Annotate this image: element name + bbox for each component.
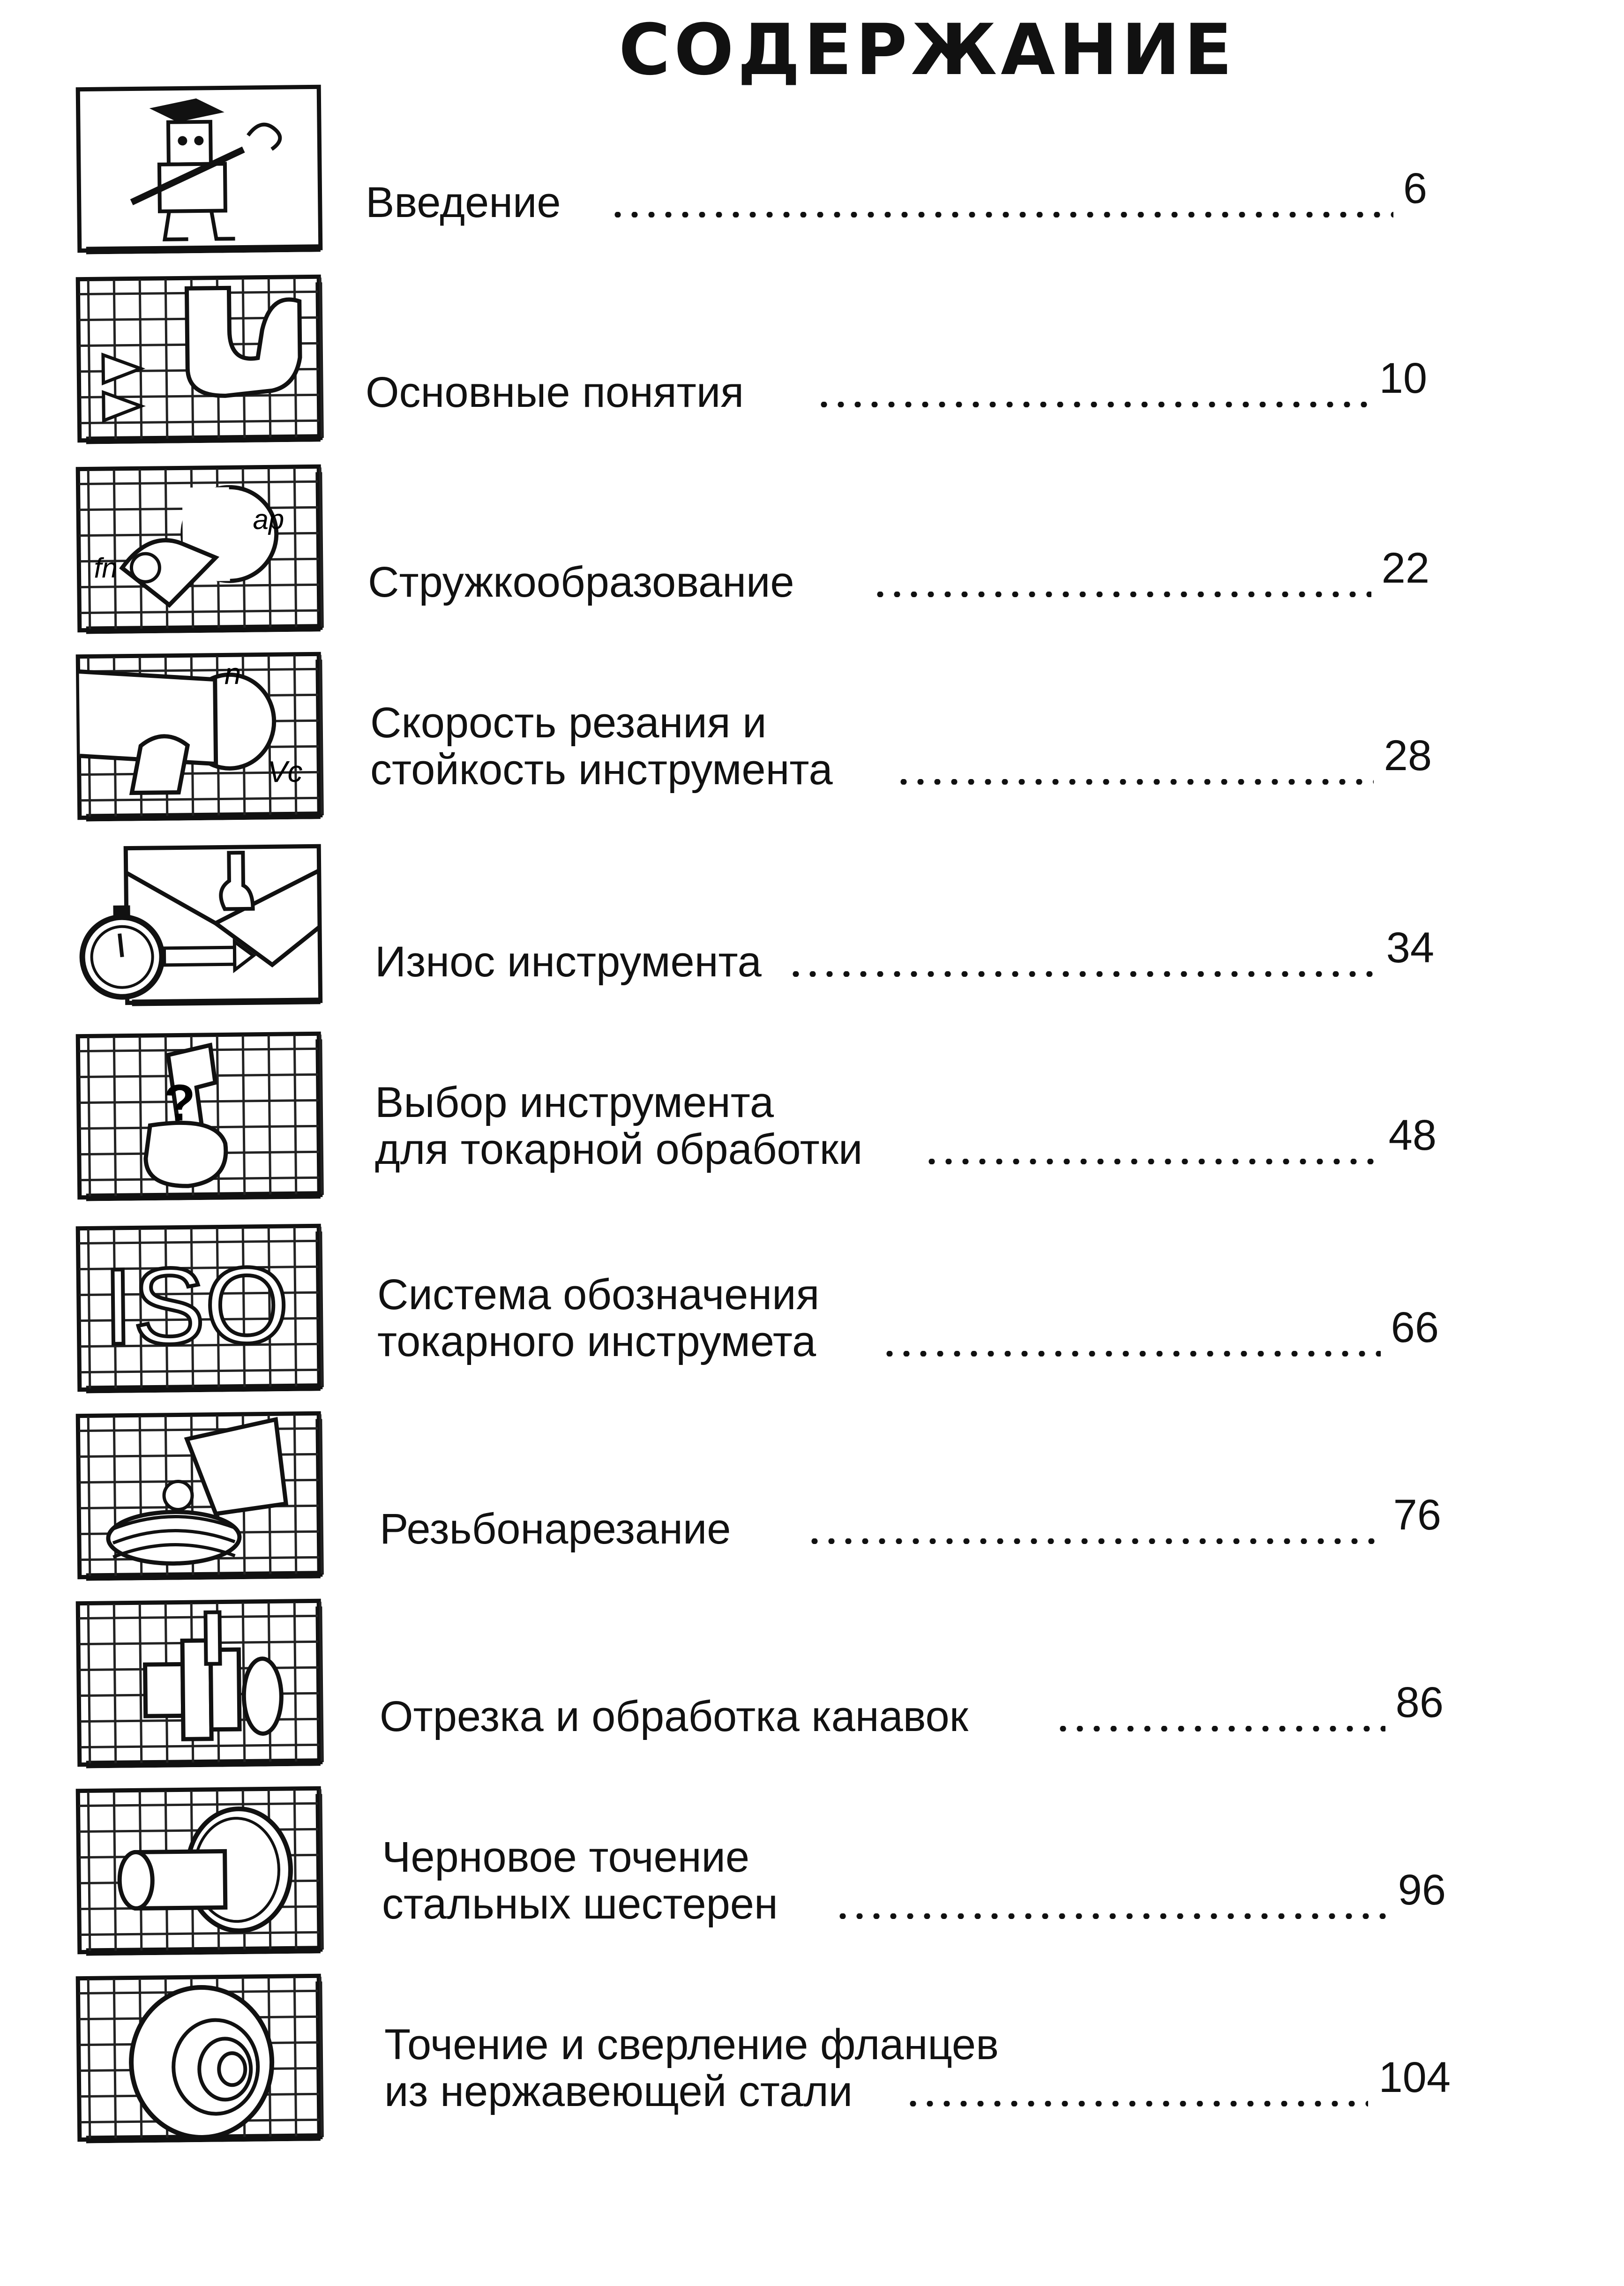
entry-title-line: токарного инструмета	[377, 1318, 816, 1365]
page-number: 104	[1378, 2054, 1451, 2101]
page-number: 96	[1398, 1866, 1446, 1914]
page-number: 86	[1395, 1679, 1444, 1726]
page-title: СОДЕРЖАНИЕ	[619, 9, 1236, 91]
flange-icon	[74, 1972, 324, 2144]
toc-entry[interactable]: Основные понятия 10	[0, 274, 1624, 452]
svg-text:n: n	[224, 657, 241, 690]
page-number: 10	[1379, 354, 1427, 402]
cutting-speed-icon: Vc n	[74, 650, 324, 822]
entry-title-line: Система обозначения	[377, 1271, 820, 1319]
entry-title-line: Резьбонарезание	[380, 1505, 731, 1553]
page-number: 34	[1386, 924, 1434, 972]
dot-leader	[905, 2101, 1368, 2106]
page-number: 66	[1391, 1304, 1439, 1351]
dot-leader	[923, 1159, 1378, 1164]
dot-leader	[895, 779, 1374, 785]
page-number: 76	[1393, 1491, 1441, 1539]
dot-leader	[1055, 1726, 1385, 1731]
hand-question-tool-icon: ?	[74, 1030, 324, 1201]
toc-entry[interactable]: Введение 6	[0, 84, 1624, 262]
dot-leader	[881, 1351, 1381, 1357]
chip-formation-icon: ap fn	[74, 463, 324, 634]
svg-text:ISO: ISO	[103, 1244, 290, 1367]
parting-grooving-icon	[74, 1597, 324, 1769]
dot-leader	[609, 212, 1393, 217]
dot-leader	[787, 971, 1376, 977]
entry-title-line: для токарной обработки	[375, 1125, 863, 1173]
toc-entry[interactable]: Отрезка и обработка канавок 86	[0, 1598, 1624, 1776]
dot-leader	[816, 402, 1369, 407]
entry-title-line: стальных шестерен	[382, 1880, 778, 1928]
toc-entry[interactable]: Резьбонарезание 76	[0, 1411, 1624, 1589]
entry-title-line: Износ инструмента	[375, 938, 762, 986]
entry-title-line: Стружкообразование	[368, 558, 794, 606]
entry-title-line: Выбор инструмента	[375, 1079, 774, 1126]
page-number: 28	[1384, 732, 1432, 779]
entry-title-line: Черновое точение	[382, 1833, 750, 1881]
stopwatch-wear-icon	[74, 842, 324, 1014]
svg-text:fn: fn	[94, 552, 118, 584]
toc-entry[interactable]: Износ инструмента 34	[0, 844, 1624, 1022]
toc-entry[interactable]: ap fn Стружкообразование 22	[0, 464, 1624, 642]
page-number: 48	[1388, 1111, 1437, 1159]
cutting-edge-chip-icon	[74, 273, 324, 444]
entry-title-line: Отрезка и обработка канавок	[380, 1693, 968, 1740]
dot-leader	[872, 592, 1371, 597]
entry-title-line: Скорость резания и	[370, 699, 767, 747]
dot-leader	[806, 1538, 1383, 1544]
iso-icon: ISO	[74, 1222, 324, 1394]
svg-text:Vc: Vc	[267, 755, 302, 789]
page-number: 22	[1381, 544, 1429, 592]
dot-leader	[834, 1913, 1388, 1919]
entry-title-line: Основные понятия	[366, 368, 744, 416]
entry-title-line: стойкость инструмента	[370, 746, 833, 794]
entry-title-line: из нержавеющей стали	[384, 2068, 853, 2115]
svg-text:ap: ap	[253, 503, 284, 535]
threading-icon	[74, 1409, 324, 1581]
entry-title-line: Точение и сверление фланцев	[384, 2021, 999, 2069]
entry-title-line: Введение	[366, 179, 561, 226]
page-number: 6	[1403, 165, 1427, 212]
graduate-figure-icon	[74, 83, 324, 255]
rough-turning-gear-icon	[74, 1784, 324, 1956]
